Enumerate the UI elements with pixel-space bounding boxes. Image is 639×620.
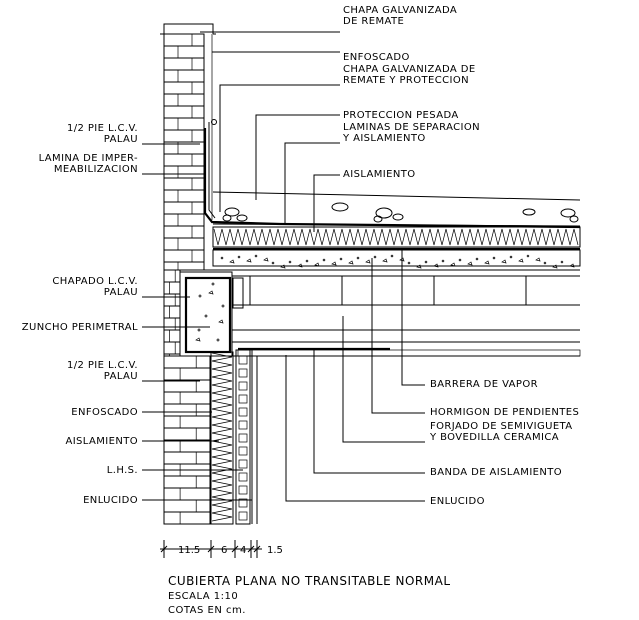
concrete-hatch: [220, 254, 575, 269]
slab-block-joints: [249, 276, 527, 305]
right-label-10-line-0: ENLUCIDO: [430, 496, 485, 507]
right-label-6-line-0: BARRERA DE VAPOR: [430, 379, 538, 390]
beam-concrete-hatch: [195, 282, 225, 342]
left-label-2-line-1: PALAU: [104, 287, 138, 298]
right-label-1-line-0: ENFOSCADO: [343, 52, 410, 63]
left-label-5-line-0: ENFOSCADO: [71, 407, 138, 418]
insulation-layer: [212, 226, 581, 248]
dimension-insulation: 6: [221, 545, 227, 556]
label-leaders: [142, 31, 425, 502]
perimeter-beam: [179, 271, 233, 357]
slope-concrete: [212, 249, 581, 267]
right-label-2-line-1: REMATE Y PROTECCION: [343, 75, 469, 86]
right-label-4-line-0: LAMINAS DE SEPARACION: [343, 122, 480, 133]
fixing-screw: [211, 119, 217, 125]
dimension-plaster: 1.5: [267, 545, 283, 556]
right-label-7-line-0: HORMIGON DE PENDIENTES: [430, 407, 579, 418]
left-label-0-line-1: PALAU: [104, 134, 138, 145]
drawing-title: CUBIERTA PLANA NO TRANSITABLE NORMAL: [168, 574, 451, 588]
galvanized-cap: [160, 23, 216, 35]
right-label-2-line-0: CHAPA GALVANIZADA DE: [343, 64, 476, 75]
right-label-5-line-0: AISLAMIENTO: [343, 169, 416, 180]
insulation-hatch: [213, 228, 579, 246]
right-label-3-line-0: PROTECCION PESADA: [343, 110, 459, 121]
beam-rebar-cage: [184, 276, 232, 354]
cavity-insulation: [210, 351, 234, 525]
parapet-brick-wall: [163, 33, 205, 271]
waterproofing-membrane: [203, 128, 281, 226]
left-label-2-line-0: CHAPADO L.C.V.: [52, 276, 138, 287]
roof-top-line: [212, 191, 581, 201]
left-label-0-line-0: 1/2 PIE L.C.V.: [67, 123, 138, 134]
left-label-8-line-0: ENLUCIDO: [83, 495, 138, 506]
section-structure: [160, 23, 581, 525]
right-label-4-line-1: Y AISLAMIENTO: [342, 133, 426, 144]
left-label-3-line-0: ZUNCHO PERIMETRAL: [22, 322, 138, 333]
drawing-units: COTAS EN cm.: [168, 605, 246, 616]
left-label-4-line-0: 1/2 PIE L.C.V.: [67, 360, 138, 371]
dimension-line: 11.5 6 4 1.5: [160, 540, 283, 558]
drawing-scale: ESCALA 1:10: [168, 591, 238, 602]
flashing-metal: [208, 122, 216, 219]
cladding-block: [232, 277, 244, 309]
ceiling-plaster: [237, 349, 581, 357]
right-label-0-line-1: DE REMATE: [343, 16, 404, 27]
cladding-brick-wall: [163, 269, 181, 357]
left-label-7-line-0: L.H.S.: [107, 465, 138, 476]
dimension-hollow-brick: 4: [240, 545, 246, 556]
right-label-9-line-0: BANDA DE AISLAMIENTO: [430, 467, 562, 478]
dimension-brick: 11.5: [178, 545, 200, 556]
hollow-brick-wall: [235, 349, 251, 525]
left-label-1-line-0: LAMINA DE IMPER-: [39, 153, 138, 164]
cavity-insulation-hatch: [211, 352, 233, 522]
right-label-8-line-1: Y BOVEDILLA CERAMICA: [429, 432, 559, 443]
left-label-1-line-1: MEABILIZACION: [54, 164, 138, 175]
right-label-0-line-0: CHAPA GALVANIZADA: [343, 5, 457, 16]
hollow-brick-cells: [238, 355, 248, 521]
right-label-8-line-0: FORJADO DE SEMIVIGUETA: [430, 421, 573, 432]
gravel-protection: [222, 202, 579, 223]
left-label-6-line-0: AISLAMIENTO: [65, 436, 138, 447]
left-label-4-line-1: PALAU: [104, 371, 138, 382]
